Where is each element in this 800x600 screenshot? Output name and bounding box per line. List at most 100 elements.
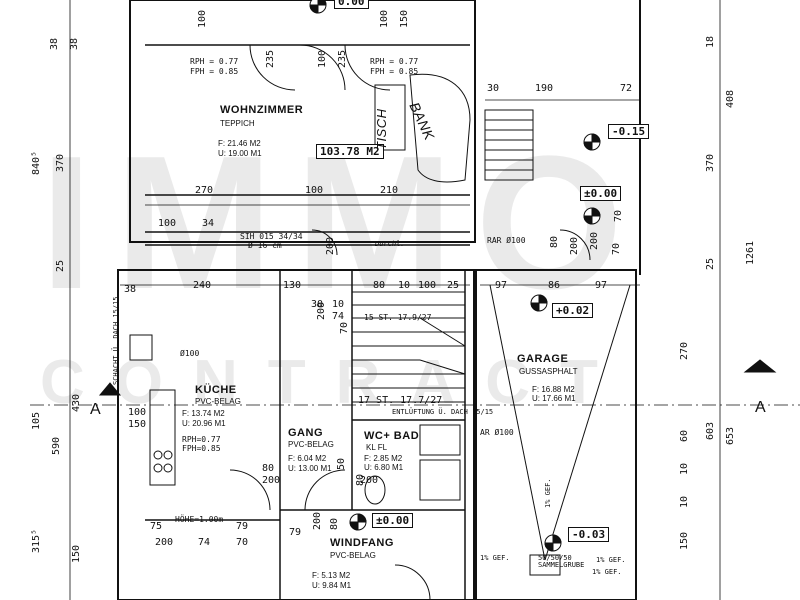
section-mark-right: A bbox=[755, 399, 767, 416]
dim-misc-16: 10 bbox=[332, 299, 345, 310]
dim-misc-14: 80 bbox=[329, 517, 340, 530]
dim-left-4: 25 bbox=[55, 259, 66, 272]
level-garage-bottom: -0.03 bbox=[568, 527, 610, 542]
dim-right-2: 370 bbox=[705, 153, 716, 172]
dim-misc-20: 70 bbox=[611, 242, 622, 255]
note-sammelgrube: 50/50/50 SAMMELGRUBE bbox=[538, 554, 585, 569]
note-rar: RAR Ø100 bbox=[487, 236, 526, 245]
terrace-grating bbox=[484, 109, 534, 181]
dim-left-2: 370 bbox=[55, 153, 66, 172]
section-mark-left: A bbox=[90, 401, 102, 418]
note-hoehe: HÖHE=1.00m bbox=[175, 515, 224, 524]
dim-right-4: 270 bbox=[679, 341, 690, 360]
dim-top-1: 190 bbox=[535, 83, 554, 94]
room-area-wc: F: 2.85 M2 bbox=[364, 454, 403, 463]
dim-r10: 10 bbox=[398, 280, 411, 291]
dim-door-100b: 100 bbox=[317, 49, 328, 68]
dim-misc-12: 79 bbox=[289, 527, 302, 538]
dim-left-0: 38 bbox=[49, 37, 60, 50]
room-area-garage: F: 16.88 M2 bbox=[532, 385, 575, 394]
dim-misc-0: 80 bbox=[262, 463, 275, 474]
dim-g86: 86 bbox=[548, 280, 561, 291]
dim-misc-24: 150 bbox=[128, 419, 147, 430]
dim-right-7: 1261 bbox=[745, 240, 756, 265]
dim-r130: 130 bbox=[283, 280, 302, 291]
dim-r25: 25 bbox=[447, 280, 460, 291]
dim-left-1: 38 bbox=[69, 37, 80, 50]
dim-misc-23: 80 bbox=[355, 473, 366, 486]
room-perimeter-gang: U: 13.00 M1 bbox=[288, 464, 332, 473]
dim-misc-25: 100 bbox=[128, 407, 147, 418]
dim-misc-7: 200 bbox=[155, 537, 174, 548]
dim-w270: 270 bbox=[195, 185, 214, 196]
dim-door-150c: 150 bbox=[399, 9, 410, 28]
room-floor-gang: PVC-BELAG bbox=[288, 440, 334, 449]
level-windfang: ±0.00 bbox=[372, 513, 414, 528]
dim-misc-19: 70 bbox=[339, 321, 350, 334]
dim-misc-21: 30 bbox=[311, 299, 324, 310]
stair-upper-label: 15 ST. 17.9/27 bbox=[364, 313, 432, 322]
dim-left-7: 590 bbox=[51, 436, 62, 455]
room-area-windfang: F: 5.13 M2 bbox=[312, 571, 351, 580]
dim-top-2: 72 bbox=[620, 83, 633, 94]
level-terrace: ±0.00 bbox=[580, 186, 622, 201]
note-gef-4: 1% GEF. bbox=[596, 556, 626, 564]
dim-left-6: 430 bbox=[71, 393, 82, 412]
dim-left-3: 840⁵ bbox=[31, 150, 42, 175]
note-ar: AR Ø100 bbox=[480, 428, 514, 437]
dim-left-5: 105 bbox=[31, 411, 42, 430]
dim-g97a: 97 bbox=[495, 280, 508, 291]
parapet-right-rph: RPH = 0.77 bbox=[370, 57, 419, 66]
room-name-wohnzimmer: WOHNZIMMER bbox=[220, 104, 304, 116]
level-top: 0.00 bbox=[334, 0, 369, 9]
note-gef-1: 1% GEF. bbox=[480, 554, 510, 562]
dim-misc-10: 70 bbox=[236, 537, 249, 548]
room-name-kueche: KÜCHE bbox=[195, 384, 237, 396]
bank-outline bbox=[409, 73, 471, 183]
dim-right-0: 18 bbox=[705, 35, 716, 48]
room-floor-garage: GUSSASPHALT bbox=[519, 367, 578, 376]
stair-vent-label: ENTLÜFTUNG Ü. DACH 15/15 bbox=[392, 408, 494, 416]
stair-lower-label: 17 ST. 17.7/27 bbox=[358, 395, 443, 406]
room-area-kueche: F: 13.74 M2 bbox=[182, 409, 225, 418]
room-floor-wc: KL FL bbox=[366, 443, 388, 452]
parapet-left-fph: FPH = 0.85 bbox=[190, 67, 239, 76]
wc-fixtures bbox=[364, 424, 461, 505]
dim-w34: 34 bbox=[202, 218, 215, 229]
room-floor-kueche: PVC-BELAG bbox=[195, 397, 241, 406]
room-perimeter-wohnzimmer: U: 19.00 M1 bbox=[218, 149, 262, 158]
parapet-kitchen-fph: FPH=0.85 bbox=[182, 444, 221, 453]
room-floor-wohnzimmer: TEPPICH bbox=[220, 119, 255, 128]
dim-misc-3: 200 bbox=[569, 236, 580, 255]
parapet-right-fph: FPH = 0.85 bbox=[370, 67, 419, 76]
room-volume-wohnzimmer: 103.78 M2 bbox=[316, 144, 384, 159]
dim-r100: 100 bbox=[418, 280, 437, 291]
dim-w100: 100 bbox=[305, 185, 324, 196]
dim-g38: 38 bbox=[124, 284, 137, 295]
level-wohn: -0.15 bbox=[608, 124, 650, 139]
note-gef-3: 1% GEF. bbox=[544, 478, 552, 508]
dim-misc-4: 70 bbox=[613, 209, 624, 222]
door-swings bbox=[229, 44, 591, 600]
dim-right-10: 10 bbox=[679, 495, 690, 508]
dimension-lines bbox=[30, 0, 800, 600]
interior-walls bbox=[145, 44, 470, 600]
tisch-outline bbox=[374, 84, 406, 151]
dim-left-9: 150 bbox=[71, 544, 82, 563]
room-perimeter-kueche: U: 20.96 M1 bbox=[182, 419, 226, 428]
dim-w210: 210 bbox=[380, 185, 399, 196]
note-sih-diameter: Ø 16 cm bbox=[248, 241, 282, 250]
room-perimeter-wc: U: 6.80 M1 bbox=[364, 463, 404, 472]
dim-right-8: 60 bbox=[679, 429, 690, 442]
room-perimeter-windfang: U: 9.84 M1 bbox=[312, 581, 352, 590]
dim-misc-1: 200 bbox=[262, 475, 281, 486]
dim-top-0: 30 bbox=[487, 83, 500, 94]
room-name-garage: GARAGE bbox=[517, 353, 569, 365]
dim-right-6: 653 bbox=[725, 426, 736, 445]
note-gef-2: 1% GEF. bbox=[592, 568, 622, 576]
room-name-wc: WC+ BAD bbox=[364, 430, 420, 442]
dim-door-235b: 235 bbox=[337, 49, 348, 68]
stair bbox=[352, 291, 466, 403]
room-perimeter-garage: U: 17.66 M1 bbox=[532, 394, 576, 403]
